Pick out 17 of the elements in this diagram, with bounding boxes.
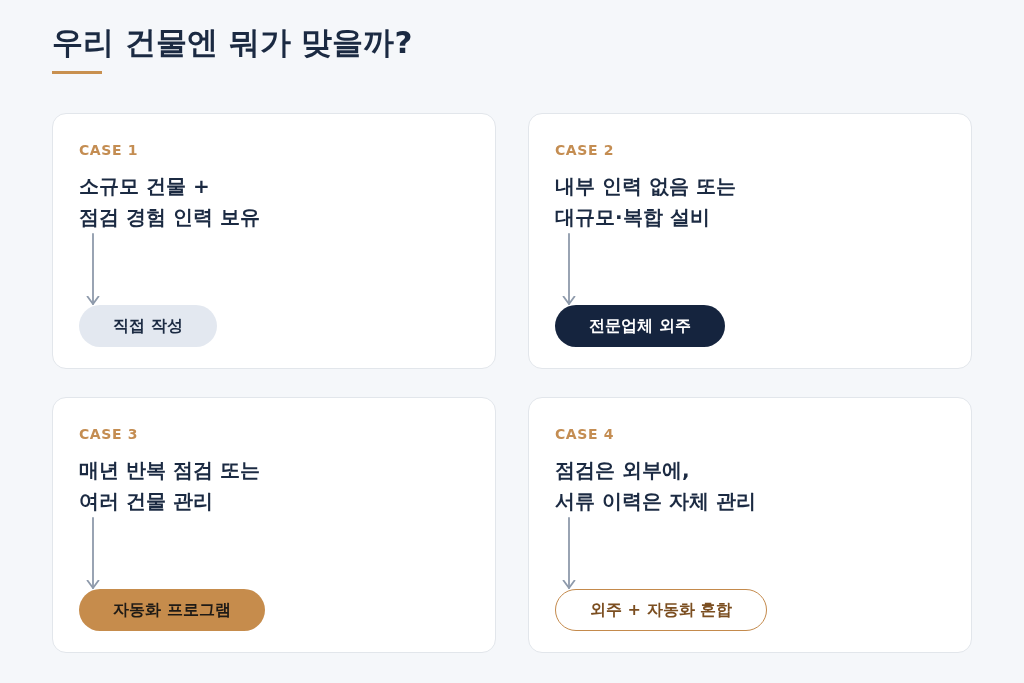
condition-text: 소규모 건물 + 점검 경험 인력 보유 — [79, 173, 260, 231]
condition-text: 점검은 외부에, 서류 이력은 자체 관리 — [555, 457, 756, 515]
result-tag: 자동화 프로그램 — [79, 589, 265, 631]
arrow — [562, 517, 576, 589]
result-tag: 외주 + 자동화 혼합 — [555, 589, 768, 631]
page-title: 우리 건물엔 뭐가 맞을까? — [52, 23, 413, 62]
arrow — [562, 233, 576, 305]
condition-text: 내부 인력 없음 또는 대규모·복합 설비 — [555, 173, 736, 231]
result-tag: 직접 작성 — [79, 305, 217, 347]
result-tag: 전문업체 외주 — [555, 305, 725, 347]
case-label: CASE 2 — [555, 141, 614, 160]
case-label: CASE 1 — [79, 141, 138, 160]
condition-text: 매년 반복 점검 또는 여러 건물 관리 — [79, 457, 260, 515]
arrow — [86, 517, 100, 589]
case-label: CASE 3 — [79, 425, 138, 444]
arrow — [86, 233, 100, 305]
case-label: CASE 4 — [555, 425, 614, 444]
